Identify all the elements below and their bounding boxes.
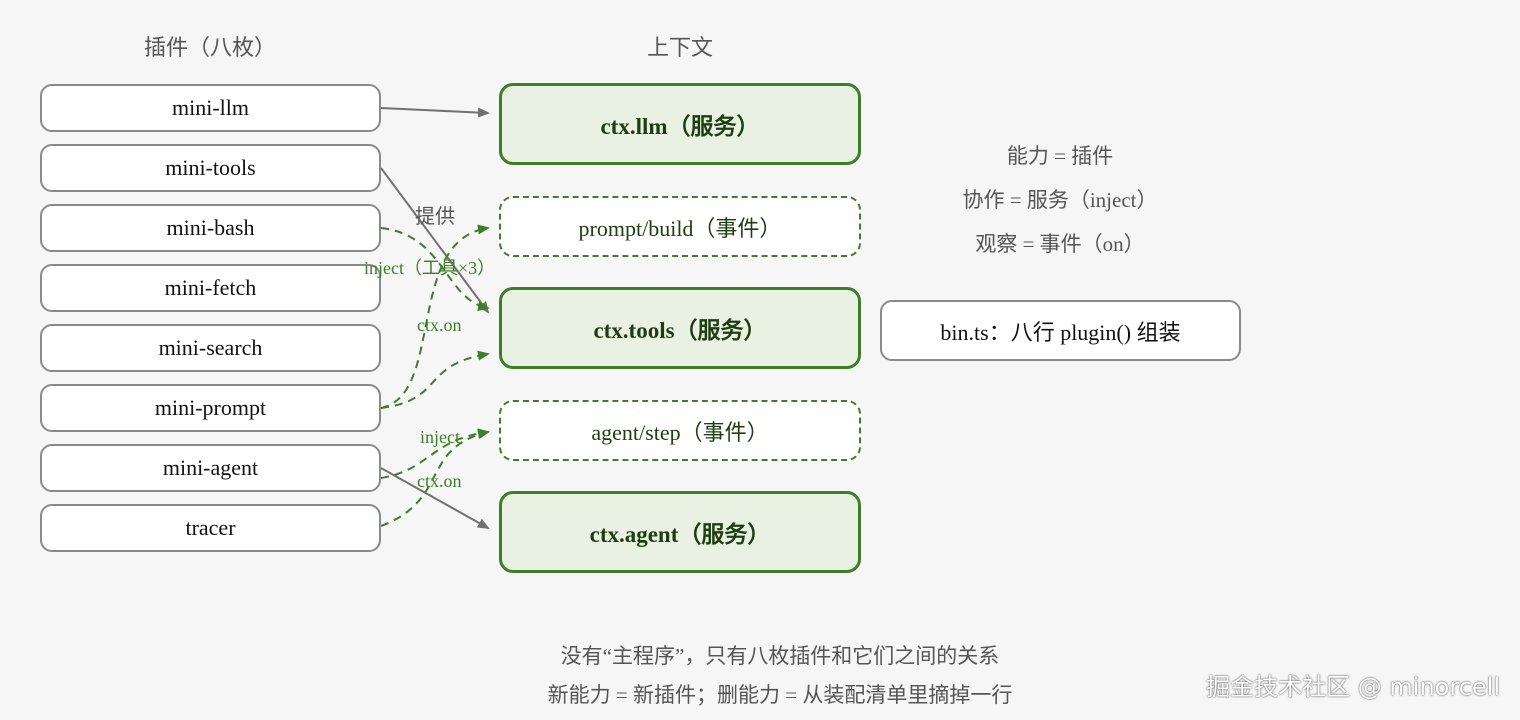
edge-label-inject: inject	[420, 427, 460, 447]
edge-label-ctx-on-1: ctx.on	[417, 315, 462, 335]
agent-step-event: agent/step（事件）	[499, 400, 861, 461]
edge-mini-agent-to-ctx-agent	[380, 467, 490, 529]
edge-mini-bash-inject-ctx-tools	[380, 227, 490, 312]
edge-label-provide: 提供	[415, 206, 455, 228]
edge-mini-tools-to-ctx-tools	[380, 167, 490, 314]
plugin-tracer: tracer	[40, 504, 381, 552]
context-column-title: 上下文	[646, 35, 713, 60]
plugin-mini-tools: mini-tools	[40, 144, 381, 192]
plugin-mini-bash: mini-bash	[40, 204, 381, 252]
footer-line-2: 新能力 = 新插件；删能力 = 从装配清单里摘掉一行	[547, 683, 1013, 707]
edge-tracer-on-agent-step	[380, 429, 490, 527]
plugin-mini-fetch: mini-fetch	[40, 264, 381, 312]
bin-ts-box: bin.ts：八行 plugin() 组装	[880, 300, 1241, 361]
prompt-build-event: prompt/build（事件）	[499, 196, 861, 257]
watermark: 掘金技术社区 @ minorcell	[1206, 673, 1500, 701]
plugin-mini-prompt: mini-prompt	[40, 384, 381, 432]
legend-service: 协作 = 服务（inject）	[962, 188, 1158, 212]
plugin-mini-search: mini-search	[40, 324, 381, 372]
edge-mini-agent-inject-agent-step	[380, 428, 490, 479]
ctx-agent-service: ctx.agent（服务）	[499, 491, 861, 573]
ctx-tools-service: ctx.tools（服务）	[499, 287, 861, 369]
legend-plugin: 能力 = 插件	[1006, 144, 1114, 168]
edge-mini-prompt-on-ctx-tools	[380, 350, 490, 409]
footer-line-1: 没有“主程序”，只有八枚插件和它们之间的关系	[560, 644, 1000, 668]
edge-mini-llm-to-ctx-llm	[380, 107, 490, 118]
plugin-mini-agent: mini-agent	[40, 444, 381, 492]
legend-event: 观察 = 事件（on）	[975, 232, 1145, 256]
plugin-mini-llm: mini-llm	[40, 84, 381, 132]
edge-label-inject-tools: inject（工具×3）	[364, 258, 496, 278]
ctx-llm-service: ctx.llm（服务）	[499, 83, 861, 165]
edge-label-ctx-on-2: ctx.on	[417, 471, 462, 491]
plugins-column-title: 插件（八枚）	[143, 35, 276, 60]
